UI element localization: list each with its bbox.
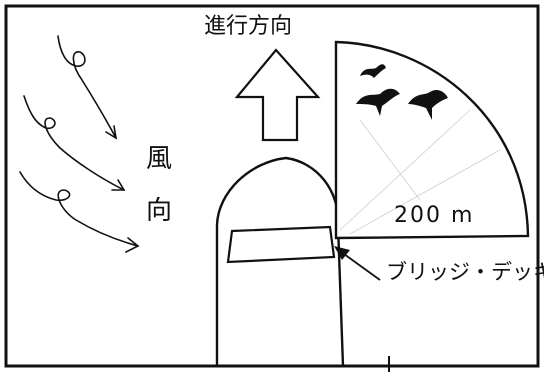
bridge-deck-label: ブリッジ・デッキ [386, 260, 544, 284]
wind-arrow-3-head [125, 237, 140, 253]
wind-arrow-1-head [105, 125, 118, 140]
sector-shading [339, 109, 501, 235]
wind-direction-char-1: 風 [146, 144, 173, 174]
bird-1 [360, 64, 386, 78]
wind-arrow-3 [19, 171, 139, 247]
bridge-deck-rect [226, 225, 336, 264]
birds [356, 64, 448, 120]
wind-direction-char-2: 向 [146, 196, 173, 226]
travel-direction-arrow [234, 48, 321, 142]
wind-arrow-1 [57, 35, 117, 139]
wind-direction-label: 風 向 [146, 146, 172, 250]
bird-2 [356, 88, 400, 116]
wind-arrow-2 [23, 95, 125, 191]
wind-arrows [19, 35, 140, 253]
bird-3 [408, 90, 448, 120]
wind-arrow-2-head [111, 179, 126, 191]
bridge-leader [334, 246, 381, 281]
travel-direction-label: 進行方向 [204, 14, 293, 39]
distance-label: 200 m [394, 203, 475, 228]
outer-frame [4, 4, 540, 368]
